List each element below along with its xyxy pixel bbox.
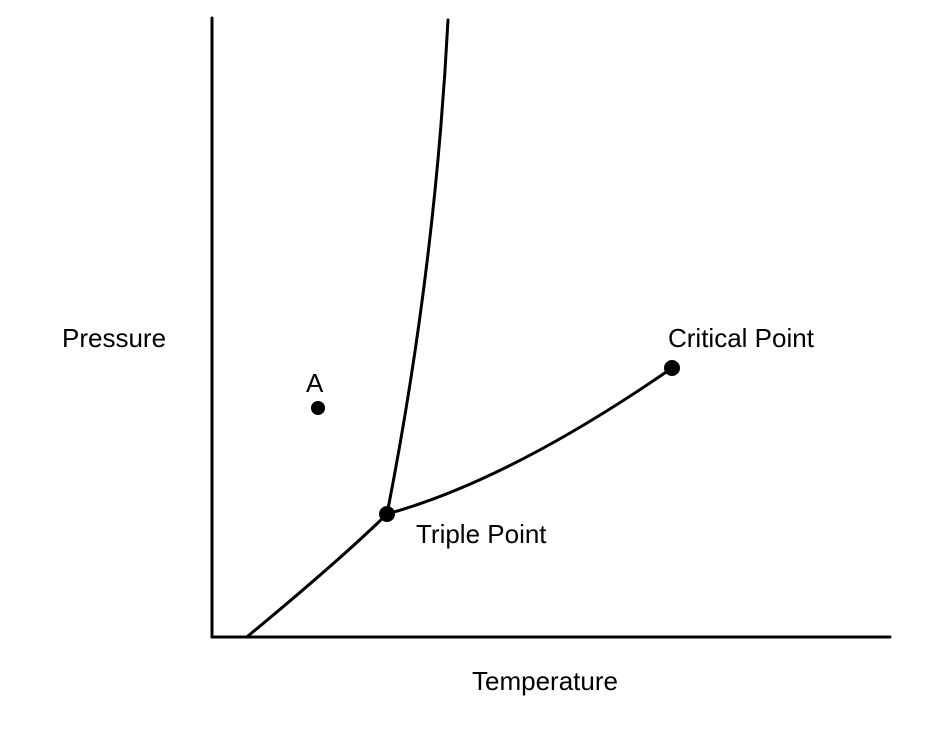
solid-gas-boundary — [246, 512, 389, 638]
critical-point-marker — [664, 360, 680, 376]
point-a-marker — [311, 401, 325, 415]
y-axis-label: Pressure — [62, 323, 166, 353]
solid-liquid-boundary — [385, 18, 450, 516]
triple-point-label: Triple Point — [416, 519, 547, 549]
liquid-gas-boundary — [385, 366, 674, 516]
triple-point-marker — [379, 506, 395, 522]
point-a-label: A — [306, 368, 324, 398]
critical-point-label: Critical Point — [668, 323, 815, 353]
x-axis-label: Temperature — [472, 666, 618, 696]
